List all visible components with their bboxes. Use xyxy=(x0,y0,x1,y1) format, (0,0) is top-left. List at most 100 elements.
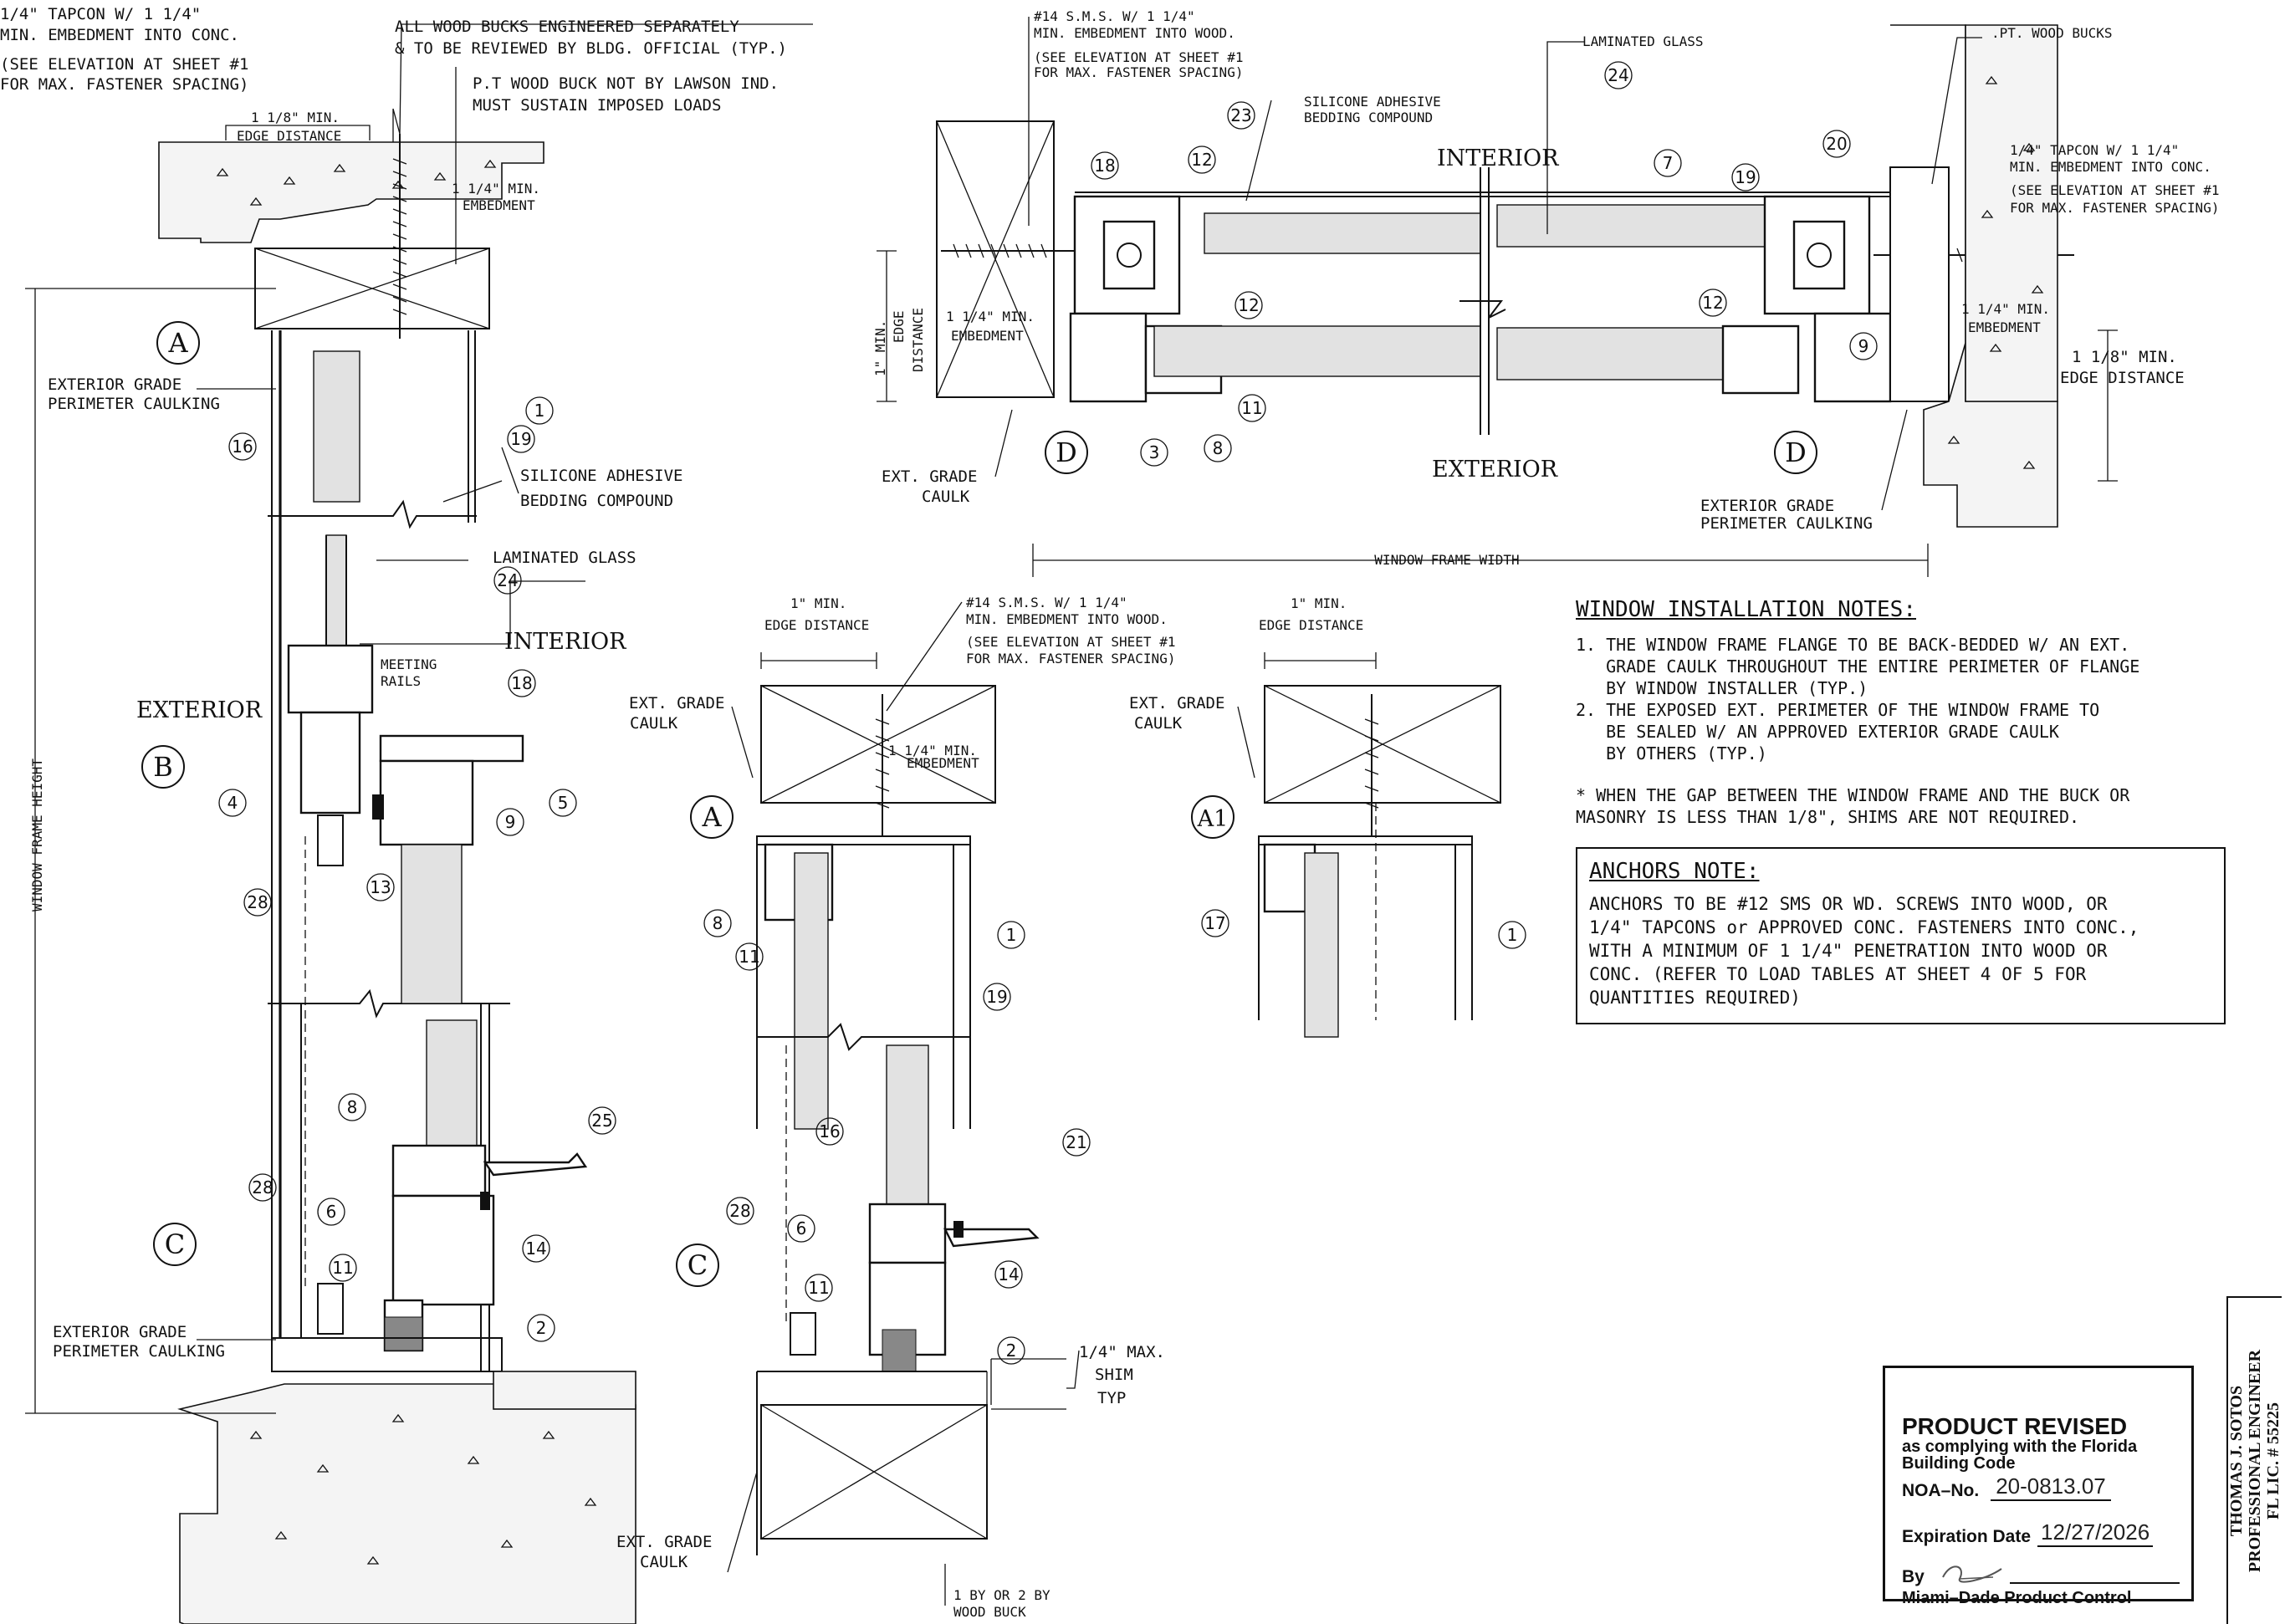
svg-text:.PT. WOOD BUCKS: .PT. WOOD BUCKS xyxy=(1991,25,2113,41)
engineer-license: FL LIC. # 55225 xyxy=(2264,1402,2282,1520)
svg-text:2: 2 xyxy=(536,1318,547,1338)
svg-text:1 1/4" MIN.: 1 1/4" MIN. xyxy=(1961,301,2050,317)
svg-text:20: 20 xyxy=(1826,134,1847,154)
svg-text:EDGE DISTANCE: EDGE DISTANCE xyxy=(2060,369,2185,387)
svg-text:INTERIOR: INTERIOR xyxy=(504,629,626,655)
window-frame-height-label: WINDOW FRAME HEIGHT xyxy=(29,758,45,912)
svg-text:19: 19 xyxy=(510,429,531,449)
svg-text:CAULK: CAULK xyxy=(922,488,970,506)
notes-heading: WINDOW INSTALLATION NOTES: xyxy=(1576,597,1916,622)
anchors-heading: ANCHORS NOTE: xyxy=(1589,859,1760,884)
stamp-title: PRODUCT REVISED xyxy=(1902,1413,2128,1439)
svg-text:EDGE DISTANCE: EDGE DISTANCE xyxy=(764,617,869,633)
svg-text:A: A xyxy=(167,327,188,359)
svg-text:FOR MAX. FASTENER SPACING): FOR MAX. FASTENER SPACING) xyxy=(966,651,1175,666)
svg-text:1 1/4" MIN.: 1 1/4" MIN. xyxy=(946,309,1035,324)
svg-text:18: 18 xyxy=(511,673,532,693)
shim-note: * WHEN THE GAP BETWEEN THE WINDOW FRAME … xyxy=(1576,785,2130,827)
svg-text:A1: A1 xyxy=(1197,806,1229,832)
svg-text:PERIMETER CAULKING: PERIMETER CAULKING xyxy=(53,1342,225,1361)
svg-text:6: 6 xyxy=(326,1202,337,1222)
svg-text:3: 3 xyxy=(1149,442,1160,462)
svg-text:16: 16 xyxy=(232,437,253,457)
svg-text:1 BY OR 2 BY: 1 BY OR 2 BY xyxy=(953,1587,1050,1603)
text-labels: 1/4" TAPCON W/ 1 1/4" MIN. EMBEDMENT INT… xyxy=(0,5,2219,1620)
svg-text:23: 23 xyxy=(1230,105,1251,125)
svg-text:MIN. EMBEDMENT INTO CONC.: MIN. EMBEDMENT INTO CONC. xyxy=(2010,159,2211,175)
section-mark-letters: A B C D D A A1 C xyxy=(153,327,1807,1281)
engineer-name: THOMAS J. SOTOS xyxy=(2227,1385,2246,1537)
svg-text:1 1/4" MIN.: 1 1/4" MIN. xyxy=(888,743,977,758)
svg-text:28: 28 xyxy=(252,1177,273,1198)
svg-text:BEDDING COMPOUND: BEDDING COMPOUND xyxy=(1304,110,1433,125)
svg-text:A: A xyxy=(701,801,722,833)
svg-text:8: 8 xyxy=(713,913,723,933)
svg-text:24: 24 xyxy=(497,570,518,590)
svg-text:SHIM: SHIM xyxy=(1095,1366,1133,1384)
svg-text:EXTERIOR: EXTERIOR xyxy=(136,697,263,723)
svg-text:WOOD BUCK: WOOD BUCK xyxy=(953,1604,1026,1620)
svg-text:1 1/8" MIN.: 1 1/8" MIN. xyxy=(2072,348,2177,366)
svg-text:MIN. EMBEDMENT INTO WOOD.: MIN. EMBEDMENT INTO WOOD. xyxy=(966,611,1168,627)
expiration-label: Expiration Date xyxy=(1902,1527,2032,1546)
svg-text:D: D xyxy=(1056,437,1077,468)
svg-text:MUST SUSTAIN IMPOSED LOADS: MUST SUSTAIN IMPOSED LOADS xyxy=(473,96,721,115)
svg-text:EDGE DISTANCE: EDGE DISTANCE xyxy=(1259,617,1363,633)
note-item-1: 1. THE WINDOW FRAME FLANGE TO BE BACK-BE… xyxy=(1576,635,2140,698)
svg-text:24: 24 xyxy=(1608,65,1628,85)
svg-text:C: C xyxy=(688,1249,708,1281)
svg-text:1" MIN.: 1" MIN. xyxy=(872,320,888,376)
svg-text:1 1/8" MIN.: 1 1/8" MIN. xyxy=(251,110,340,125)
svg-text:EXTERIOR GRADE: EXTERIOR GRADE xyxy=(1700,497,1834,515)
section-markers xyxy=(141,321,1817,1287)
svg-text:(SEE ELEVATION AT SHEET #1: (SEE ELEVATION AT SHEET #1 xyxy=(0,55,248,74)
svg-text:12: 12 xyxy=(1238,295,1259,315)
svg-text:1 1/4" MIN.: 1 1/4" MIN. xyxy=(452,181,540,197)
svg-text:& TO BE REVIEWED BY BLDG. OFFI: & TO BE REVIEWED BY BLDG. OFFICIAL (TYP.… xyxy=(395,39,787,58)
note-item-2: 2. THE EXPOSED EXT. PERIMETER OF THE WIN… xyxy=(1576,700,2100,763)
svg-text:4: 4 xyxy=(227,793,238,813)
vertical-section-left: WINDOW FRAME HEIGHT xyxy=(25,23,813,1624)
svg-text:1/4" TAPCON W/ 1 1/4": 1/4" TAPCON W/ 1 1/4" xyxy=(2010,142,2179,158)
noa-label: NOA–No. xyxy=(1902,1481,1980,1500)
svg-text:14: 14 xyxy=(998,1264,1019,1284)
svg-text:EMBEDMENT: EMBEDMENT xyxy=(907,755,979,771)
sill-shim-left xyxy=(384,1316,423,1351)
stamp-line-2: Building Code xyxy=(1902,1454,2016,1473)
callout-numbers: 1 16 19 24 18 4 9 5 28 13 8 25 28 6 14 1… xyxy=(227,65,1869,1361)
svg-text:CAULK: CAULK xyxy=(1134,714,1183,733)
svg-text:PERIMETER CAULKING: PERIMETER CAULKING xyxy=(1700,514,1873,533)
svg-text:25: 25 xyxy=(591,1111,612,1131)
svg-text:11: 11 xyxy=(332,1258,353,1278)
signature-mark xyxy=(1941,1565,2002,1583)
svg-text:FOR MAX. FASTENER SPACING): FOR MAX. FASTENER SPACING) xyxy=(0,75,248,94)
window-installation-notes: WINDOW INSTALLATION NOTES: 1. THE WINDOW… xyxy=(1576,597,2245,828)
svg-text:MIN. EMBEDMENT INTO WOOD.: MIN. EMBEDMENT INTO WOOD. xyxy=(1034,25,1235,41)
svg-text:#14 S.M.S. W/ 1 1/4": #14 S.M.S. W/ 1 1/4" xyxy=(1034,8,1195,24)
svg-text:(SEE ELEVATION AT SHEET #1: (SEE ELEVATION AT SHEET #1 xyxy=(1034,49,1243,65)
svg-text:EXT. GRADE: EXT. GRADE xyxy=(1129,694,1224,712)
svg-text:P.T WOOD BUCK NOT BY LAWSON IN: P.T WOOD BUCK NOT BY LAWSON IND. xyxy=(473,74,779,93)
noa-number: 20-0813.07 xyxy=(1991,1473,2111,1501)
svg-text:17: 17 xyxy=(1204,913,1225,933)
svg-text:C: C xyxy=(165,1228,185,1260)
svg-text:EXTERIOR GRADE: EXTERIOR GRADE xyxy=(53,1323,187,1341)
svg-text:MIN. EMBEDMENT INTO CONC.: MIN. EMBEDMENT INTO CONC. xyxy=(0,26,239,44)
svg-text:9: 9 xyxy=(1858,336,1869,356)
svg-text:D: D xyxy=(1785,437,1807,468)
svg-text:1: 1 xyxy=(534,401,545,421)
svg-text:1: 1 xyxy=(1006,925,1017,945)
svg-text:#14 S.M.S. W/ 1 1/4": #14 S.M.S. W/ 1 1/4" xyxy=(966,595,1127,610)
section-a1 xyxy=(1237,652,1501,1038)
svg-text:EXT. GRADE: EXT. GRADE xyxy=(616,1533,712,1551)
wood-buck-right-top xyxy=(1889,166,1950,402)
expiration-date: 12/27/2026 xyxy=(2037,1519,2154,1547)
svg-text:11: 11 xyxy=(808,1278,829,1298)
svg-text:1/4" TAPCON W/ 1 1/4": 1/4" TAPCON W/ 1 1/4" xyxy=(0,5,201,23)
svg-text:EXTERIOR: EXTERIOR xyxy=(1432,457,1558,483)
svg-text:EXT. GRADE: EXT. GRADE xyxy=(882,467,977,486)
concrete-slab-top-left xyxy=(158,141,544,243)
svg-text:11: 11 xyxy=(1241,398,1262,418)
svg-text:18: 18 xyxy=(1094,156,1115,176)
